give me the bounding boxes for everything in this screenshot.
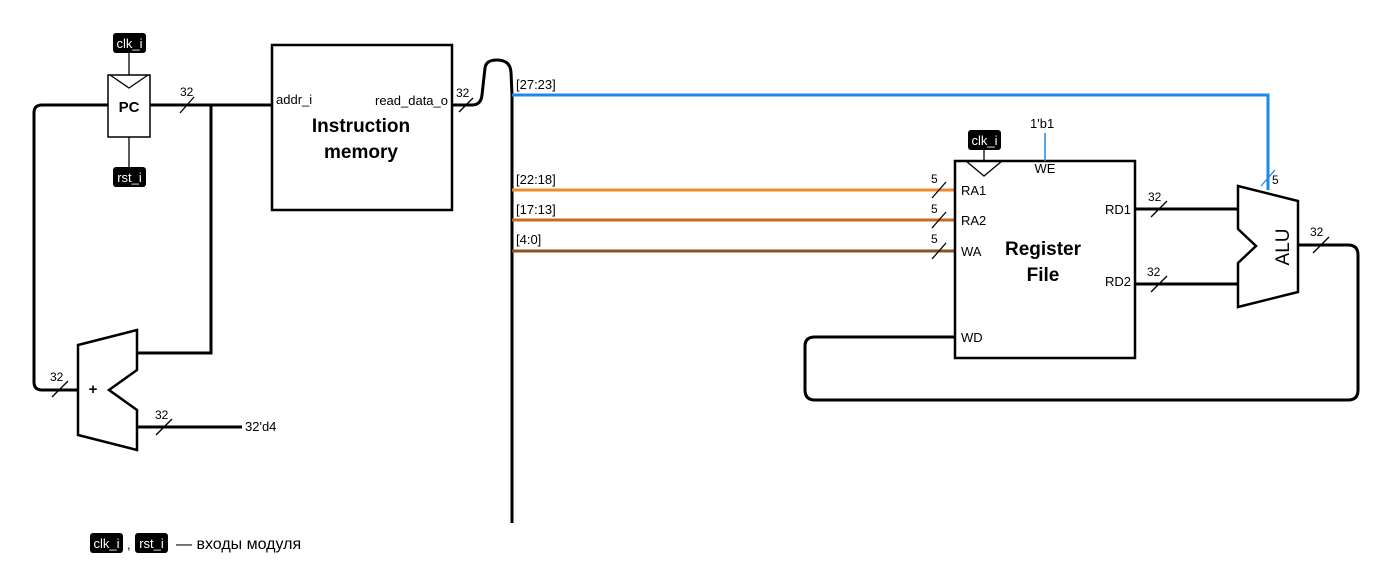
- ra2-width-label: 5: [931, 202, 938, 216]
- pc-clock-triangle: [109, 74, 149, 89]
- rf-title-1: Register: [1005, 239, 1082, 260]
- bus-field-22-18: [22:18]: [516, 172, 556, 187]
- rf-port-we: WE: [1035, 161, 1056, 176]
- wa-width-label: 5: [931, 232, 938, 246]
- rf-port-wd: WD: [961, 330, 983, 345]
- legend-tag2-bg: [135, 533, 168, 553]
- pc-clk-tag-bg: [113, 33, 146, 53]
- alu-out-width-slash: [1312, 236, 1330, 254]
- alu-label: ALU: [1273, 229, 1294, 266]
- adder-symbol: +: [89, 381, 98, 398]
- rd1-width-slash: [1150, 200, 1168, 218]
- rf-port-rd1: RD1: [1105, 202, 1131, 217]
- bus-taps: [27:23] [22:18] [17:13] [4:0]: [512, 77, 1270, 253]
- ra2-width-slash: [931, 211, 947, 229]
- alu-out-width-label: 32: [1310, 225, 1324, 239]
- rf-clock-triangle: [965, 160, 1003, 177]
- legend-tag2: rst_i: [139, 536, 164, 551]
- instruction-memory: addr_i read_data_o Instruction memory: [270, 43, 454, 212]
- legend-tag1: clk_i: [93, 536, 119, 551]
- rf-clk-tag: clk_i: [971, 133, 997, 148]
- adder: +: [76, 328, 139, 452]
- rf-port-wa: WA: [961, 244, 982, 259]
- rf-port-ra2: RA2: [961, 213, 986, 228]
- pc-clk-tag: clk_i: [116, 36, 142, 51]
- adder-const-value: 32'd4: [245, 419, 276, 434]
- bus-field-27-23: [27:23]: [516, 77, 556, 92]
- rf-port-ra1: RA1: [961, 183, 986, 198]
- imem-width-slash: [458, 97, 474, 113]
- imem-width-label: 32: [456, 86, 470, 100]
- bus-field-4-0: [4:0]: [516, 232, 541, 247]
- adder-in-width-label: 32: [50, 370, 64, 384]
- pc-label: PC: [119, 99, 140, 116]
- rd1-width-label: 32: [1148, 190, 1162, 204]
- pc-rst-tag: rst_i: [117, 170, 142, 185]
- imem-title-2: memory: [324, 142, 398, 163]
- ra1-width-label: 5: [931, 172, 938, 186]
- alu-shape: [1236, 184, 1300, 309]
- imem-title-1: Instruction: [312, 116, 410, 137]
- rf-box: [953, 159, 1137, 360]
- alu-op-width-slash: [1260, 169, 1276, 187]
- pc-to-adder-wire: [137, 105, 213, 355]
- rf-clk-tag-bg: [968, 130, 1001, 150]
- rf-title-2: File: [1027, 265, 1060, 286]
- rf-we-value: 1'b1: [1030, 116, 1054, 131]
- adder-const-width-label: 32: [155, 408, 169, 422]
- pc-rst-tag-bg: [113, 167, 146, 187]
- imem-addr-port: addr_i: [276, 92, 312, 107]
- adder-in-width-slash: [51, 380, 69, 398]
- adder-to-pc-loop: [32, 103, 108, 392]
- alu-op-width-label: 5: [1272, 173, 1279, 187]
- adder-shape: [76, 328, 139, 452]
- bus-field-17-13: [17:13]: [516, 202, 556, 217]
- adder-const-width-slash: [155, 418, 173, 436]
- alu: ALU: [1236, 184, 1300, 309]
- wa-width-slash: [931, 242, 947, 260]
- wire-27-23: [512, 93, 1270, 190]
- rf-port-rd2: RD2: [1105, 274, 1131, 289]
- legend-tag1-bg: [90, 533, 123, 553]
- rd2-width-slash: [1150, 275, 1168, 293]
- imem-data-port: read_data_o: [375, 93, 448, 108]
- pc-register: clk_i PC rst_i: [107, 33, 151, 187]
- imem-to-bus-wire: [452, 58, 514, 523]
- pc-width-label: 32: [180, 85, 194, 99]
- alu-to-wd-loop: [803, 243, 1360, 402]
- legend-text: — входы модуля: [176, 536, 301, 553]
- imem-box: [270, 43, 454, 212]
- pc-width-slash: [179, 96, 195, 114]
- register-file: clk_i 1'b1 WE RA1 RA2 WA WD RD1 RD2 Regi…: [953, 116, 1137, 360]
- legend: clk_i , rst_i — входы модуля: [90, 533, 301, 553]
- legend-separator: ,: [127, 537, 131, 552]
- rd2-width-label: 32: [1147, 265, 1161, 279]
- ra1-width-slash: [931, 181, 947, 199]
